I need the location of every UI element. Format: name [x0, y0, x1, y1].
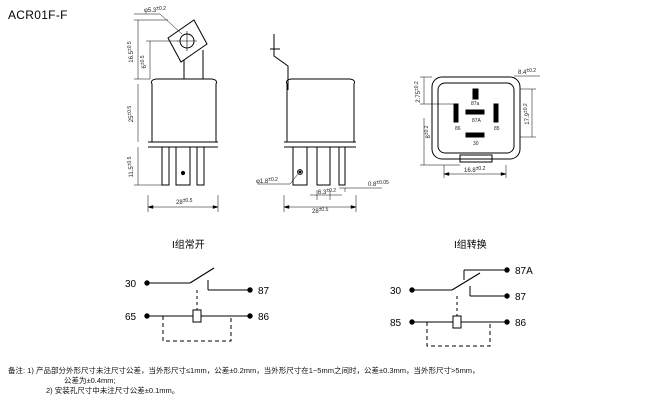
terminal-30 — [465, 132, 485, 138]
schematic-label-changeover: I组转换 — [454, 240, 487, 251]
dim-pin-width-label: 6.3±0.2 — [318, 188, 336, 196]
pin-front-1 — [161, 146, 170, 186]
terminal-label-87A: 87A — [515, 266, 533, 277]
dim-width-label: 28±0.5 — [176, 198, 193, 206]
pin-front-2 — [175, 146, 191, 186]
note-row-1: 备注: 1) 产品部分外形尺寸未注尺寸公差，当外形尺寸≤1mm，公差±0.2mm… — [8, 366, 644, 376]
terminal-label-87-co: 87 — [515, 292, 527, 303]
bottom-outline-inner — [437, 82, 515, 154]
bracket-side — [273, 34, 289, 90]
side-view — [270, 34, 356, 186]
schematic-changeover — [409, 267, 510, 347]
dim-bottom-width-label: 16.8±0.2 — [464, 166, 486, 174]
switch-contact-no — [189, 267, 215, 284]
note-item-2: 2) 安装孔尺寸中未注尺寸公差±0.1mm。 — [46, 386, 180, 395]
dim-hole-label: φ5.3±0.2 — [144, 6, 166, 14]
dim-pin-height-label: 11.5±0.5 — [127, 156, 135, 177]
pin-front-3 — [196, 146, 205, 186]
terminal-label-85: 85 — [390, 318, 402, 329]
dim-pin-thk-label: 0.8±0.05 — [368, 180, 389, 188]
bottom-outline-outer — [431, 76, 521, 160]
terminal-87a — [472, 88, 479, 100]
pin-side-1 — [292, 146, 308, 186]
terminal-label-30-co: 30 — [390, 286, 402, 297]
terminal-label-86-co: 86 — [515, 318, 527, 329]
dim-top-height-label: 16.5±0.5 — [127, 41, 135, 63]
switch-contact-co — [451, 272, 481, 291]
bottom-dimensions — [420, 75, 540, 178]
note-item-1-continued: 公差为±0.4mm; — [64, 376, 116, 385]
pin-label-86: 86 — [455, 126, 461, 132]
note-item-1: 1) 产品部分外形尺寸未注尺寸公差，当外形尺寸≤1mm，公差±0.2mm，当外形… — [27, 366, 480, 375]
notes-prefix: 备注: — [8, 366, 26, 375]
pin-side-2 — [316, 146, 331, 186]
bottom-notch — [459, 154, 493, 163]
model-title: ACR01F-F — [8, 8, 68, 22]
side-dimensions — [258, 173, 382, 212]
pin-label-87a: 87a — [471, 101, 480, 107]
pin-label-30: 30 — [473, 141, 479, 147]
mounting-bracket — [167, 19, 208, 63]
front-dimensions — [134, 13, 219, 212]
dim-height-label: 17.9±0.2 — [523, 103, 531, 125]
terminal-label-87: 87 — [258, 286, 270, 297]
coil-no — [192, 309, 202, 323]
schematic-label-normally-open: I组常开 — [172, 240, 205, 251]
terminal-label-86: 86 — [258, 312, 270, 323]
terminal-85 — [493, 103, 499, 123]
terminal-87A — [465, 109, 485, 115]
pin-label-85: 85 — [494, 126, 500, 132]
relay-body-front — [151, 78, 217, 143]
schematic-normally-open — [144, 267, 253, 342]
dimension-drawing: φ5.3±0.2 16.5±0.5 6±0.5 25±0.5 11.5±0.5 … — [127, 6, 540, 215]
schematics: 30 87 65 86 87A 30 87 85 86 — [125, 266, 533, 347]
dim-spacing-label: 8±0.2 — [424, 125, 432, 138]
terminal-label-65: 65 — [125, 312, 137, 323]
dim-pitch-label: 8.4±0.2 — [518, 68, 536, 76]
dim-offset-label: 2.75±0.2 — [414, 81, 422, 103]
pin-side-3 — [338, 146, 346, 186]
notes: 备注: 1) 产品部分外形尺寸未注尺寸公差，当外形尺寸≤1mm，公差±0.2mm… — [8, 366, 644, 396]
bottom-view — [431, 76, 521, 163]
coil-co — [452, 315, 462, 329]
terminal-86 — [453, 103, 459, 123]
dim-pin-hole-label: φ1.8±0.2 — [256, 177, 278, 185]
dim-tab-height-label: 6±0.5 — [140, 55, 148, 68]
relay-body-side — [286, 78, 355, 143]
front-view — [148, 19, 218, 186]
dim-depth-label: 28±0.5 — [312, 207, 329, 215]
terminal-label-30: 30 — [125, 279, 137, 290]
dim-body-height-label: 25±0.5 — [127, 106, 135, 123]
pin-label-87A: 87A — [472, 118, 482, 124]
